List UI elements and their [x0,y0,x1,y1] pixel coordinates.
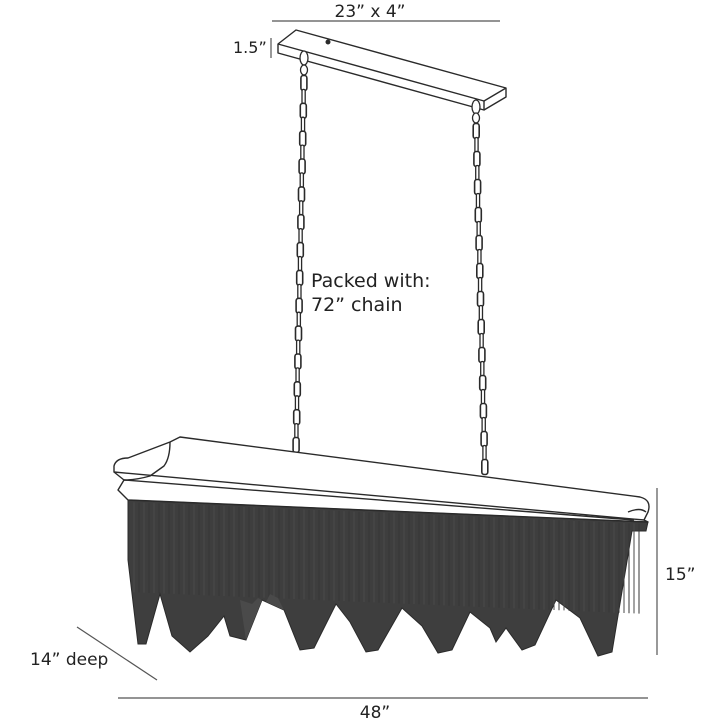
canopy-size-label: 23” x 4” [335,2,406,22]
width-label: 48” [360,703,390,720]
packed-with-label: Packed with: [311,270,431,292]
chain-link [474,206,483,224]
chain-link [473,178,482,196]
chain-link [478,346,486,364]
fringe-silhouette [127,499,649,657]
chain-link [292,408,301,426]
chain-link [481,416,486,434]
chain-link [293,380,302,398]
chain-link [298,200,304,217]
chain-link [474,136,479,154]
chain-link [477,248,482,266]
depth-label: 14” deep [30,650,108,670]
chain-link [295,367,300,384]
chain-link [480,458,489,476]
chain-link [301,88,306,106]
chain-link [476,290,485,308]
chain-link [480,430,488,448]
chain-link [480,388,486,406]
chain-link [294,422,299,440]
chain-link [297,255,303,273]
chain-link [475,164,480,182]
chain-link [475,234,483,252]
chain-link [299,172,305,189]
chain-link [294,353,302,370]
chain-link [478,304,484,322]
chain-link [478,374,487,392]
chain-link [297,213,305,231]
chain-link [295,339,301,356]
fringe-texture [133,502,640,614]
chain-link [295,297,303,315]
right-chain [472,122,489,476]
chain-link [294,325,303,342]
chain-link [300,74,308,92]
chain-link [477,276,483,294]
chain-link [475,192,481,210]
chain-link [298,130,307,147]
left-chain [292,74,308,454]
chain-link [294,395,300,412]
chain-link [476,220,481,238]
chain-link [475,262,484,280]
chain-link [300,144,305,161]
canopy-plate [277,29,507,111]
chain-link [298,227,303,245]
chain-link [297,283,302,301]
chain-link [295,269,304,287]
frame-rail [113,436,650,523]
chain-link [296,241,305,259]
chain-link [472,122,481,140]
chain-link [480,360,485,378]
height-label: 15” [665,565,695,585]
chain-link [297,186,306,203]
chain-length-label: 72” chain [311,294,403,316]
chain-link [482,444,487,462]
chain-fringe [127,499,649,657]
depth-dimension-line [76,626,158,681]
chain-link [296,311,302,328]
fringe-inner-step [240,594,284,640]
chain-link [300,116,306,133]
canopy-height-label: 1.5” [233,38,267,57]
chain-link [298,158,306,175]
chain-link [479,402,488,420]
chain-link [479,332,484,350]
chain-link [292,436,300,454]
chain-link [477,318,486,336]
chain-link [473,150,481,168]
chain-link [299,102,308,120]
